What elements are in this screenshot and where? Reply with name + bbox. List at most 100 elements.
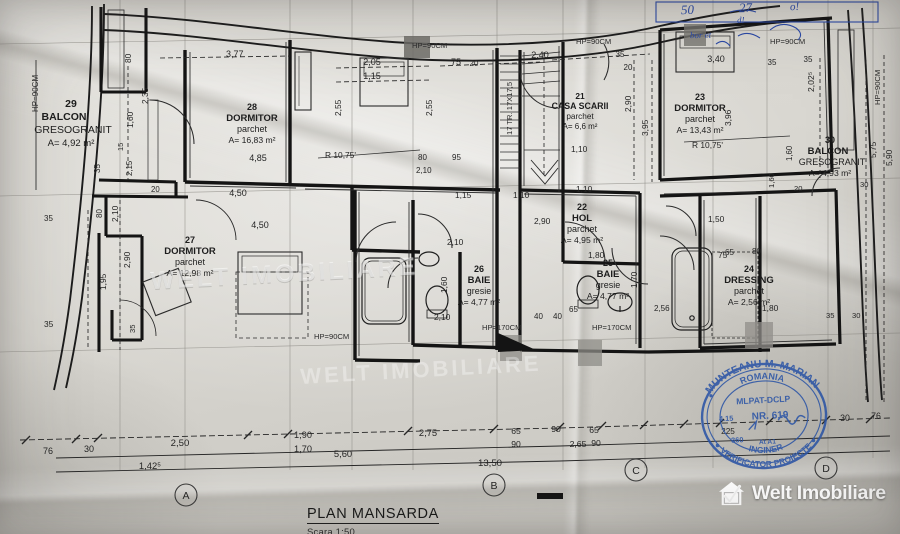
room-22-finish: parchet — [567, 224, 598, 234]
brand-name: Welt Imobiliare — [752, 481, 886, 504]
grid-marker-d-label: D — [822, 463, 830, 475]
radius-note-right: R 10,75' — [692, 140, 723, 150]
opening-label-hp90-top-mid: HP=90CM — [576, 37, 611, 46]
dim-bot-inner-2: 13,50 — [478, 458, 502, 469]
room-24-name: DRESSING — [724, 275, 774, 286]
dim-top-9: 20 — [624, 63, 633, 72]
room-label-21: 21 CASA SCARII parchet A= 6,6 m² — [552, 91, 609, 131]
dim-top-0: 3,77 — [226, 49, 244, 59]
dim-bot-0: 76 — [43, 446, 53, 456]
room-28-area: A= 16,83 m² — [228, 135, 275, 145]
dim-int-2: 4,50 — [251, 220, 269, 230]
page-title: PLAN MANSARDA — [307, 506, 439, 524]
dim-bot-5: 2,75 — [419, 427, 437, 438]
room-22-area: A= 4,95 m² — [561, 235, 603, 245]
dim-left-11: 2,90 — [122, 251, 132, 268]
dim-int-14: 1,80 — [588, 250, 605, 260]
structural-hatch — [404, 24, 773, 366]
dim-left-12: 1,95 — [98, 273, 108, 290]
dim-bot-11: 2,65 — [570, 439, 587, 449]
room-23-name: DORMITOR — [674, 103, 726, 114]
opening-label-hp90-bottom: HP=90CM — [314, 332, 349, 341]
room-29-finish: GRESOGRANIT — [34, 124, 112, 136]
dimension-lines-right — [633, 55, 885, 405]
dim-right-6: 20 — [794, 184, 802, 193]
dim-bot-12: 30 — [840, 413, 850, 423]
dim-int-20: 1,70 — [629, 271, 639, 288]
dim-int-19: 1,60 — [439, 276, 449, 293]
opening-label-hp90-right-edge: HP=90CM — [873, 70, 882, 105]
dim-bot-6: 65 — [511, 426, 521, 436]
room-28-name: DORMITOR — [226, 113, 278, 124]
door-swings — [119, 43, 841, 337]
room-21-finish: parchet — [566, 112, 594, 121]
dim-int-24: 40 — [553, 312, 562, 321]
opening-label-hp170-left: HP=170CM — [482, 323, 521, 332]
stairs-note: 17 TR. 17X17,5 — [505, 82, 514, 135]
room-28-number: 28 — [247, 102, 257, 112]
room-label-30: 30 BALCON GRESOGRANIT A= 4,93 m² — [799, 135, 866, 178]
dim-left-6: 2,15 — [125, 160, 134, 176]
dim-left-14: 35 — [128, 325, 137, 333]
dim-top-6: 2,40 — [531, 50, 549, 60]
room-23-finish: parchet — [685, 114, 716, 124]
room-30-finish: GRESOGRANIT — [799, 157, 866, 167]
house-check-icon — [718, 481, 745, 506]
dim-right-0: 2,90 — [623, 95, 633, 112]
room-25-name: BAIE — [597, 269, 620, 280]
dim-int-5: 80 — [418, 153, 427, 162]
dim-bot-13: 76 — [871, 411, 881, 421]
opening-label-hp90-top-left: HP=90CM — [412, 41, 447, 50]
room-30-area: A= 4,93 m² — [809, 168, 851, 178]
scale-bar — [537, 493, 563, 499]
room-29-area: A= 4,92 m² — [48, 138, 95, 149]
room-label-23: 23 DORMITOR parchet A= 13,43 m² — [674, 92, 726, 135]
dim-int-17: 65 — [725, 248, 734, 257]
dim-right-8: 30 — [852, 311, 860, 320]
dim-int-4: 2,55 — [424, 99, 434, 116]
dim-int-16: 75 — [718, 250, 728, 260]
dim-top-5: 20 — [470, 59, 479, 68]
dim-bot-14: 225 — [721, 427, 735, 436]
dim-left-13: 35 — [44, 319, 54, 329]
dim-bot-7: 90 — [511, 439, 521, 449]
radius-leaders — [317, 135, 791, 159]
dim-bot-3: 1,90 — [294, 430, 312, 440]
dim-bot-inner-1: 5,60 — [334, 448, 352, 459]
room-label-28: 28 DORMITOR parchet A= 16,83 m² — [226, 102, 278, 145]
room-21-number: 21 — [575, 91, 585, 101]
dim-top-8: 35 — [616, 50, 625, 59]
room-label-24: 24 DRESSING parchet A= 2,56 m² — [724, 264, 774, 307]
dim-right-2: 3,96 — [723, 109, 733, 126]
dim-top-10: 3,40 — [707, 54, 725, 64]
room-24-number: 24 — [744, 264, 754, 274]
dim-right-7: 35 — [826, 311, 834, 320]
grid-marker-a: A — [174, 483, 198, 507]
room-26-area: A= 4,77 m² — [458, 297, 500, 307]
dim-int-8: 1,15 — [455, 190, 472, 200]
brand-logo: Welt Imobiliare — [718, 481, 886, 506]
dim-bot-8: 90 — [551, 424, 561, 434]
opening-label-hp170-right: HP=170CM — [592, 323, 631, 332]
dim-right-10: 1,60 — [767, 173, 776, 188]
dim-top-12: 35 — [804, 55, 813, 64]
dim-left-3: 2,35 — [140, 87, 150, 104]
room-label-26: 26 BAIE gresie A= 4,77 m² — [458, 264, 500, 307]
dim-right-5: 1,60 — [785, 145, 794, 161]
dim-int-25: 1,80 — [762, 303, 779, 313]
dim-int-11: 1,10 — [576, 184, 593, 194]
dim-int-13: 1,50 — [708, 214, 725, 224]
dimension-lines-top — [159, 53, 651, 83]
room-25-area: A= 4,77 m² — [587, 291, 629, 301]
room-22-name: HOL — [572, 213, 592, 224]
dim-top-13: 2,02⁵ — [806, 71, 816, 92]
dim-left-7: 20 — [151, 185, 160, 194]
grid-marker-a-label: A — [182, 490, 189, 502]
room-29-name: BALCON — [42, 111, 87, 123]
dim-top-2: 1,15 — [363, 71, 381, 81]
room-22-number: 22 — [577, 202, 587, 212]
room-23-number: 23 — [695, 92, 705, 102]
dim-right-3: 5,75 — [868, 141, 878, 158]
